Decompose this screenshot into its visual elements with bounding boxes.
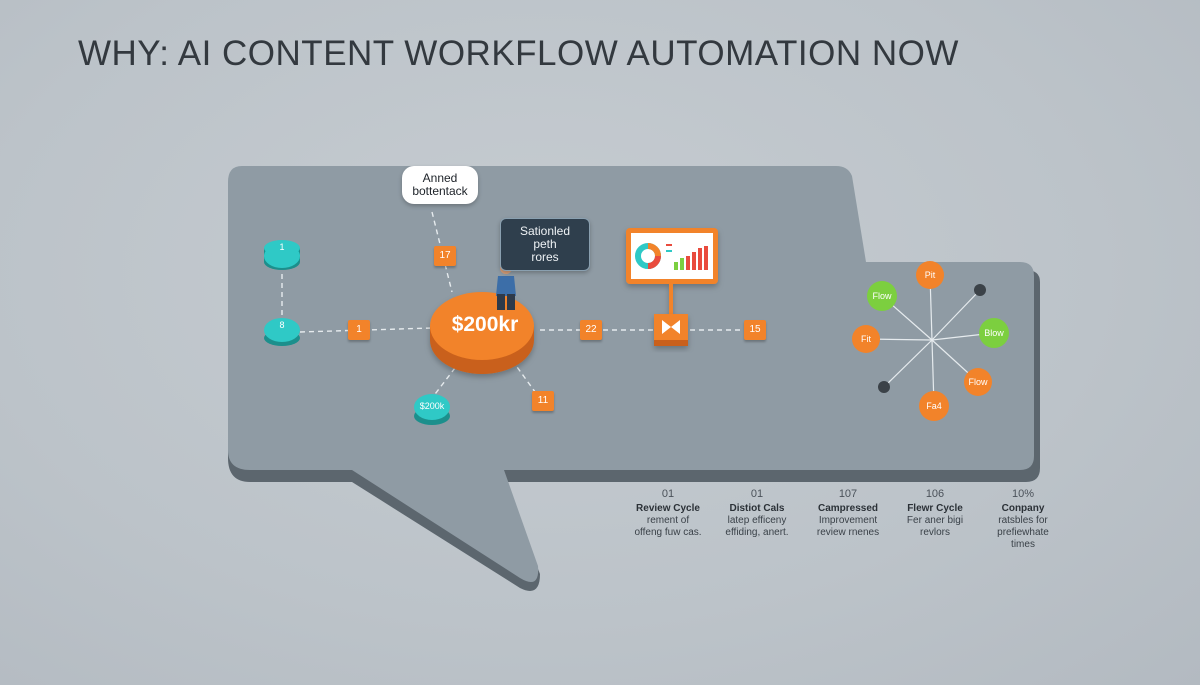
node-label: Flow bbox=[872, 291, 892, 301]
legend-number: 01 bbox=[661, 488, 675, 500]
node-label: Fa4 bbox=[926, 401, 942, 411]
node-label: Pit bbox=[924, 270, 936, 280]
legend-text: Improvement bbox=[818, 515, 878, 526]
legend-text: review rnenes bbox=[816, 527, 880, 538]
tag: 1 bbox=[348, 320, 370, 340]
legend-text: Fer aner bigi bbox=[906, 515, 964, 526]
legend-text: ratsbles for bbox=[998, 515, 1048, 526]
legend-heading: Review Cycle bbox=[636, 503, 700, 514]
legend-number: 107 bbox=[838, 488, 858, 500]
disc-label: 1 bbox=[279, 242, 285, 252]
legend-item: 01 Distiot Cals latep efficeny effiding,… bbox=[707, 488, 807, 539]
callout-bottleneck: Anned bottentack bbox=[402, 166, 478, 204]
legend-heading: Flewr Cycle bbox=[907, 503, 963, 514]
valve-block bbox=[654, 314, 688, 346]
legend-text: latep efficeny bbox=[727, 515, 787, 526]
disc-bottom bbox=[414, 394, 450, 425]
legend-number: 10% bbox=[1011, 488, 1035, 500]
tag: 11 bbox=[532, 391, 554, 411]
legend-heading: Campressed bbox=[817, 503, 879, 514]
tag: 17 bbox=[434, 246, 456, 266]
legend-item: 106 Flewr Cycle Fer aner bigi revlors bbox=[885, 488, 985, 539]
node-label: Blow bbox=[984, 328, 1004, 338]
legend-number: 106 bbox=[925, 488, 945, 500]
tag: 22 bbox=[580, 320, 602, 340]
legend-text: times bbox=[1011, 539, 1035, 550]
callout-line: Anned bbox=[422, 171, 458, 185]
callout-line: Sationled peth bbox=[519, 224, 571, 251]
legend-heading: Distiot Cals bbox=[729, 503, 785, 514]
node-label: Flow bbox=[968, 377, 988, 387]
legend-item: 10% Conpany ratsbles for prefiewhate tim… bbox=[973, 488, 1073, 551]
legend-number: 01 bbox=[750, 488, 764, 500]
network-nodes bbox=[852, 261, 1009, 421]
dashboard-monitor bbox=[626, 228, 718, 314]
legend-text: rement of bbox=[646, 515, 690, 526]
disc-label: $200k bbox=[419, 401, 445, 411]
legend-item: 107 Campressed Improvement review rnenes bbox=[798, 488, 898, 539]
disc-top-left bbox=[264, 240, 300, 270]
panel-surface bbox=[228, 166, 1034, 582]
disc-mid-left bbox=[264, 318, 300, 346]
callout-path: Sationled peth rores bbox=[500, 218, 590, 271]
node-label: Fit bbox=[861, 334, 871, 344]
legend-text: prefiewhate bbox=[997, 527, 1049, 538]
tag: 15 bbox=[744, 320, 766, 340]
legend-item: 01 Review Cycle rement of offeng fuw cas… bbox=[618, 488, 718, 539]
connector-lines bbox=[281, 211, 762, 399]
disc-label: 8 bbox=[279, 320, 285, 330]
hub-label: $200kr bbox=[451, 313, 519, 336]
page-title: WHY: AI CONTENT WORKFLOW AUTOMATION NOW bbox=[78, 34, 959, 73]
legend-text: offeng fuw cas. bbox=[634, 527, 702, 538]
legend-text: effiding, anert. bbox=[725, 527, 789, 538]
callout-line: rores bbox=[531, 250, 559, 264]
legend-text: revlors bbox=[919, 527, 950, 538]
legend-heading: Conpany bbox=[1001, 503, 1045, 514]
callout-line: bottentack bbox=[412, 184, 468, 198]
